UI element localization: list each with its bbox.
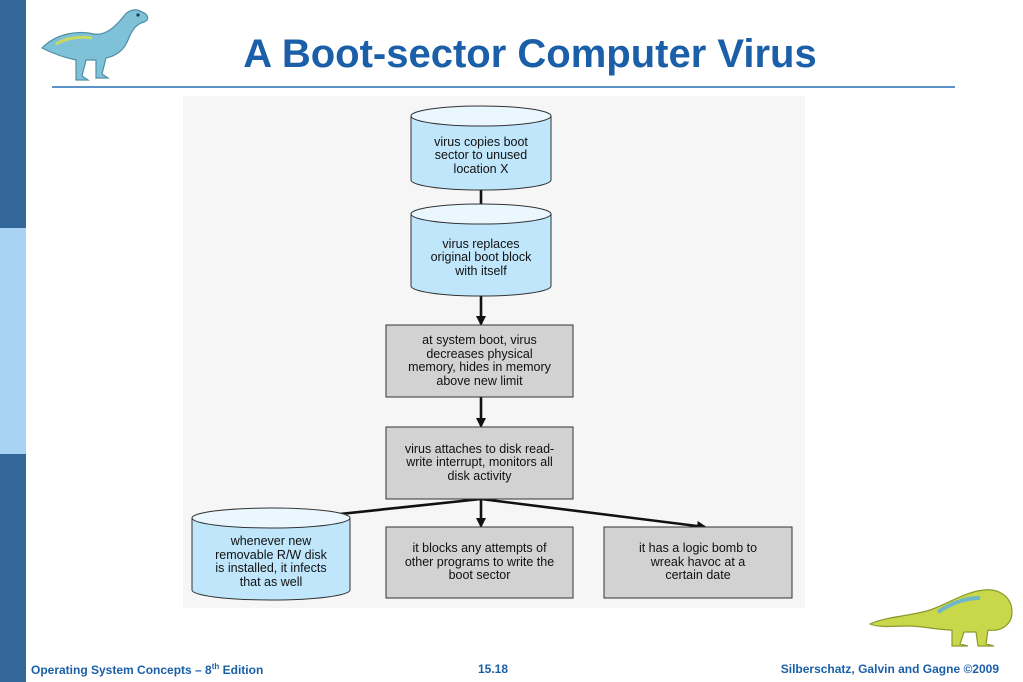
node-label-line: removable R/W disk [215, 547, 327, 562]
footer-course-suffix: Edition [219, 663, 264, 677]
node-infect-top [191, 507, 351, 529]
node-replace-top [410, 203, 552, 225]
node-boot [385, 324, 574, 398]
node-label-line: disk activity [447, 468, 512, 483]
node-copy-body [410, 116, 552, 191]
node-infect [191, 507, 351, 601]
node-label-line: that as well [239, 574, 303, 589]
node-boot-box [385, 324, 574, 398]
dinosaur-corner-icon [868, 586, 1016, 653]
sidebar-band-bottom [0, 454, 26, 682]
node-bomb-box [603, 526, 793, 599]
node-label-line: with itself [455, 263, 507, 278]
footer-course: Operating System Concepts – 8th Edition [31, 662, 263, 677]
node-block-box [385, 526, 574, 599]
node-label-line: above new limit [436, 373, 523, 388]
node-replace [410, 203, 552, 297]
slide-title: A Boot-sector Computer Virus [243, 32, 817, 76]
node-attach-label: virus attaches to disk read-write interr… [386, 427, 573, 499]
title-divider [52, 86, 955, 88]
node-block [385, 526, 574, 599]
node-label-line: location X [453, 161, 509, 176]
footer-page-number: 15.18 [478, 662, 509, 676]
node-label-line: other programs to write the [404, 554, 555, 569]
sidebar-band-top [0, 0, 26, 228]
footer-copyright: Silberschatz, Galvin and Gagne ©2009 [780, 662, 999, 676]
node-label-line: decreases physical [426, 346, 533, 361]
node-replace-body [410, 214, 552, 297]
node-attach [385, 426, 574, 500]
node-label-line: virus attaches to disk read- [404, 441, 555, 456]
node-copy [410, 105, 552, 191]
node-label-line: whenever new [230, 534, 312, 548]
sidebar-band-middle [0, 228, 26, 454]
node-label-line: it blocks any attempts of [412, 541, 547, 556]
node-label-line: is installed, it infects [215, 561, 327, 575]
node-bomb [603, 526, 793, 599]
node-label-line: certain date [665, 568, 731, 583]
node-label-line: write interrupt, monitors all [406, 455, 553, 470]
node-infect-body [191, 518, 351, 601]
node-label-line: it has a logic bomb to [638, 541, 758, 556]
node-label-line: boot sector [448, 568, 511, 583]
node-label-line: wreak havoc at a [650, 554, 746, 569]
node-label-line: memory, hides in memory [408, 360, 551, 374]
node-label-line: original boot block [430, 250, 532, 265]
footer-course-sup: th [211, 662, 220, 671]
node-label-line: sector to unused [434, 148, 528, 163]
node-label-line: virus copies boot [434, 134, 528, 149]
node-copy-top [410, 105, 552, 127]
dinosaur-logo-icon [36, 4, 158, 89]
flowchart [191, 105, 793, 601]
node-label-line: virus replaces [442, 236, 520, 251]
node-attach-box [385, 426, 574, 500]
edge-attach-to-bomb [480, 497, 707, 531]
footer-course-prefix: Operating System Concepts – 8 [31, 663, 212, 677]
node-label-line: at system boot, virus [422, 333, 537, 347]
